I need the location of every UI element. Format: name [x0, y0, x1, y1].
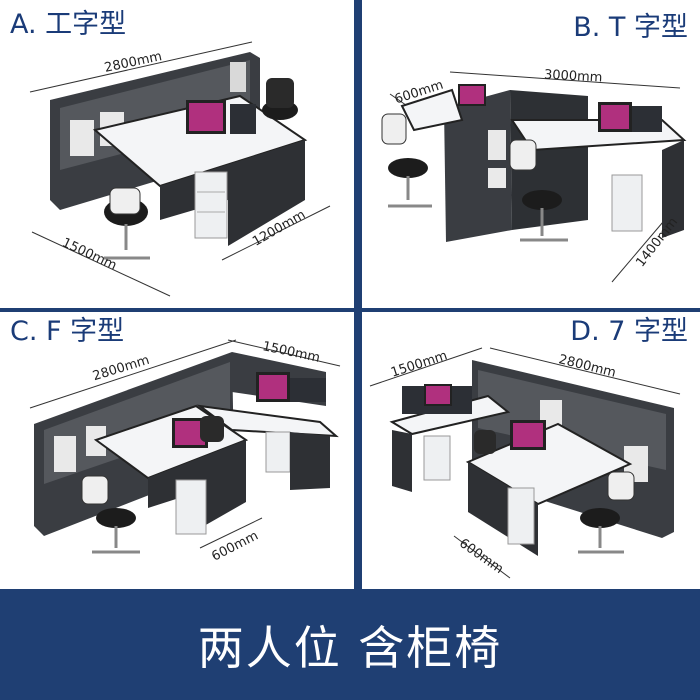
workstation-d-illustration — [369, 347, 681, 579]
dim-b-length: 3000mm — [543, 67, 603, 86]
footer-banner: 两人位 含柜椅 — [0, 589, 700, 700]
panel-d-title: D. 7 字型 — [570, 316, 688, 347]
panel-c-title: C. F 字型 — [10, 316, 125, 347]
panel-d-7-shape: D. 7 字型 1500mm 2800mm 600mm — [362, 312, 700, 589]
panel-b-t-shape: B. T 字型 600mm 3000mm 1400mm — [362, 0, 700, 308]
panel-a-title: A. 工字型 — [10, 9, 127, 40]
workstation-b-illustration — [381, 71, 687, 283]
panel-a-gong-shape: A. 工字型 2800mm 1500mm 1200mm — [0, 0, 354, 308]
panel-b-title: B. T 字型 — [573, 12, 688, 43]
workstation-c-illustration — [29, 339, 341, 554]
footer-caption: 两人位 含柜椅 — [197, 620, 503, 675]
workstation-a-illustration — [29, 41, 331, 297]
panel-c-f-shape: C. F 字型 2800mm 1500mm 600mm — [0, 312, 354, 589]
